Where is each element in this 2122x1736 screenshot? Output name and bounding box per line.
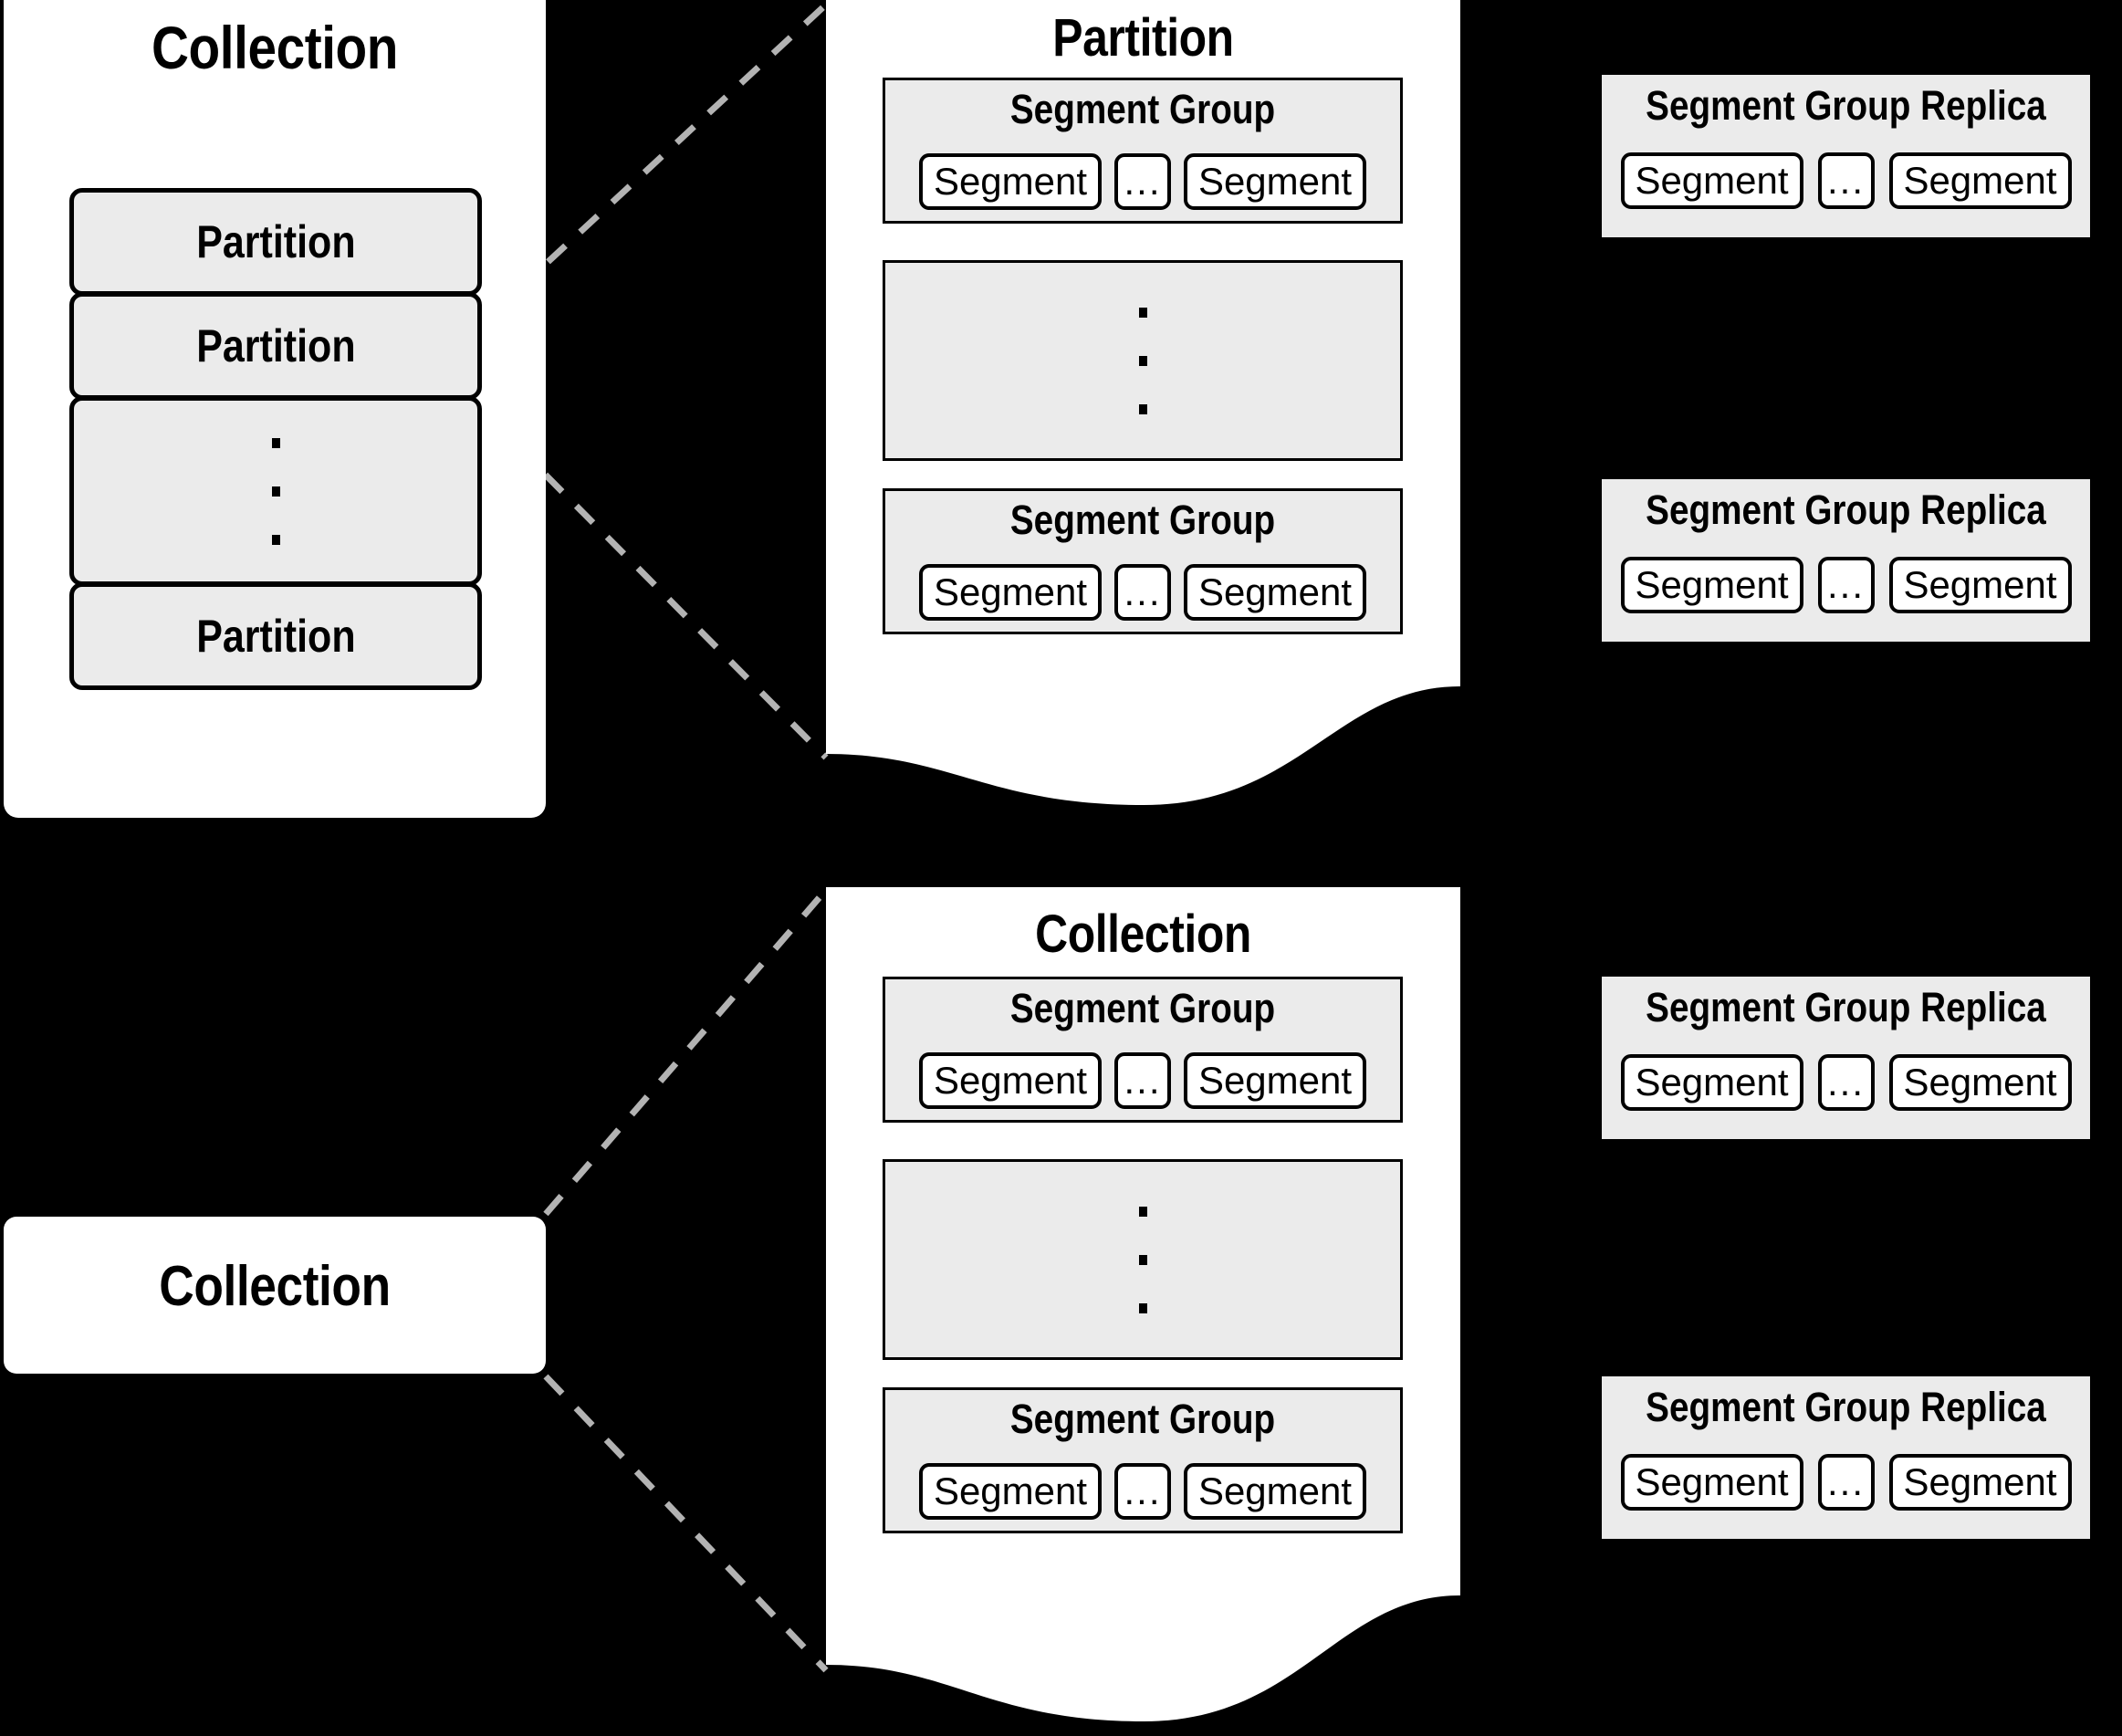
segment-box[interactable]: Segment [1184,564,1366,621]
segment-group-replica-title: Segment Group Replica [1646,1384,2046,1430]
segment-box[interactable]: Segment [919,1052,1102,1109]
segment-box[interactable]: Segment [919,153,1102,210]
collection-panel-title: Collection [1035,905,1251,964]
segment-box[interactable]: Segment [1184,1463,1366,1520]
partition-row-label: Partition [195,320,356,371]
segment-box[interactable]: Segment [1184,1052,1366,1109]
segment-box[interactable]: Segment [1620,152,1803,209]
segment-group-replica-title: Segment Group Replica [1646,82,2046,129]
partition-row-2[interactable]: Partition [69,292,482,400]
segment-ellipsis-box: ... [1817,557,1875,613]
segment-group-replica-1[interactable]: Segment Group Replica Segment ... Segmen… [1602,75,2090,237]
partition-row-ellipsis [69,396,482,586]
segment-group-ellipsis [883,260,1403,461]
segment-group-replica-title: Segment Group Replica [1646,486,2046,533]
segment-group-1[interactable]: Segment Group Segment ... Segment [883,78,1403,224]
segment-group-3[interactable]: Segment Group Segment ... Segment [883,977,1403,1123]
segment-box[interactable]: Segment [1620,1054,1803,1111]
collection-card-title: Collection [159,1255,391,1318]
segment-group-replica-3[interactable]: Segment Group Replica Segment ... Segmen… [1602,977,2090,1139]
partition-row-label: Partition [195,216,356,267]
vertical-ellipsis-icon [1138,1187,1147,1333]
segment-group-replica-title: Segment Group Replica [1646,984,2046,1030]
collection-panel-torn-edge [826,1575,1460,1721]
segment-group-ellipsis [883,1159,1403,1360]
segment-group-title: Segment Group [1009,985,1276,1031]
segment-box[interactable]: Segment [919,564,1102,621]
segment-group-2[interactable]: Segment Group Segment ... Segment [883,488,1403,634]
segment-box[interactable]: Segment [1888,557,2072,613]
segment-ellipsis-box: ... [1114,564,1171,621]
collection-partitions-title: Collection [151,14,399,81]
connector-collection-bottom [543,1374,829,1673]
vertical-ellipsis-icon [1138,288,1147,434]
partition-panel-title: Partition [1052,8,1234,68]
segment-box[interactable]: Segment [1620,557,1803,613]
segment-group-4[interactable]: Segment Group Segment ... Segment [883,1387,1403,1533]
segment-box[interactable]: Segment [1888,152,2072,209]
collection-panel: Collection Segment Group Segment ... Seg… [826,887,1460,1736]
segment-box[interactable]: Segment [1888,1454,2072,1511]
partition-panel: Partition Segment Group Segment ... Segm… [826,0,1460,812]
segment-group-title: Segment Group [1009,497,1276,543]
segment-ellipsis-box: ... [1114,1052,1171,1109]
collection-partitions-card: Collection Partition Partition Partition [4,0,546,818]
partition-row-3[interactable]: Partition [69,582,482,690]
segment-box[interactable]: Segment [1620,1454,1803,1511]
partition-panel-torn-edge [826,670,1460,805]
segment-group-replica-2[interactable]: Segment Group Replica Segment ... Segmen… [1602,479,2090,642]
segment-ellipsis-box: ... [1817,1054,1875,1111]
partition-row-label: Partition [195,611,356,662]
segment-box[interactable]: Segment [1888,1054,2072,1111]
partition-row-1[interactable]: Partition [69,188,482,296]
segment-group-replica-4[interactable]: Segment Group Replica Segment ... Segmen… [1602,1376,2090,1539]
segment-ellipsis-box: ... [1817,1454,1875,1511]
collection-card[interactable]: Collection [4,1217,546,1374]
segment-ellipsis-box: ... [1114,153,1171,210]
segment-ellipsis-box: ... [1114,1463,1171,1520]
connector-collection-top [543,887,829,1217]
segment-ellipsis-box: ... [1817,152,1875,209]
segment-box[interactable]: Segment [1184,153,1366,210]
segment-group-title: Segment Group [1009,86,1276,132]
segment-box[interactable]: Segment [919,1463,1102,1520]
segment-group-title: Segment Group [1009,1396,1276,1442]
vertical-ellipsis-icon [271,419,280,564]
